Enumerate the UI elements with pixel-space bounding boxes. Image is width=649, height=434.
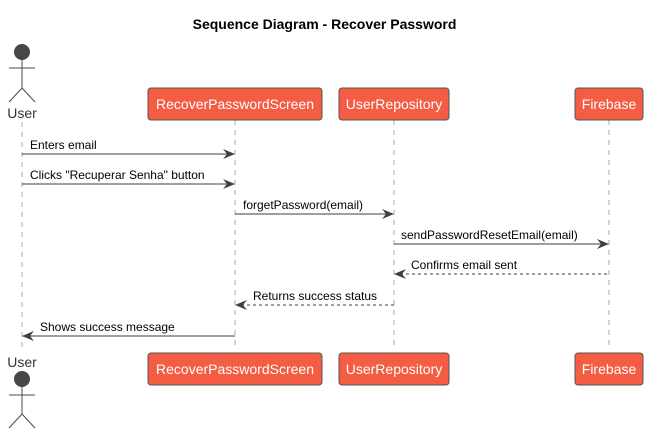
participant-label-user-repository-top: UserRepository [346, 96, 442, 112]
participant-box-recover-password-screen-top [147, 87, 323, 121]
message-label: Clicks "Recuperar Senha" button [30, 168, 205, 182]
message-3: forgetPassword(email) [235, 198, 394, 219]
actor-user-bottom [8, 371, 36, 429]
participant-label-user-repository-bottom: UserRepository [346, 361, 442, 377]
participant-label-firebase-top: Firebase [582, 96, 637, 112]
message-1: Enters email [22, 138, 235, 159]
arrow-left-icon [235, 300, 247, 310]
arrow-left-icon [22, 331, 34, 341]
participant-box-recover-password-screen-bottom [147, 352, 323, 386]
message-label: Shows success message [40, 320, 175, 334]
arrow-right-icon [382, 209, 394, 219]
message-label: forgetPassword(email) [243, 198, 363, 212]
message-label: Confirms email sent [411, 258, 518, 272]
participant-label-recover-password-screen-bottom: RecoverPasswordScreen [156, 361, 314, 377]
participant-box-firebase-top [574, 87, 644, 121]
participant-box-user-repository-top [338, 87, 450, 121]
arrow-right-icon [223, 149, 235, 159]
participant-box-user-repository-bottom [338, 352, 450, 386]
message-2: Clicks "Recuperar Senha" button [22, 168, 235, 189]
message-6: Returns success status [235, 289, 394, 310]
actor-head-icon [14, 371, 30, 387]
arrow-right-icon [223, 179, 235, 189]
message-label: sendPasswordResetEmail(email) [401, 228, 578, 242]
actor-label-user-top: User [7, 105, 37, 121]
diagram-title: Sequence Diagram - Recover Password [193, 16, 457, 32]
participant-label-firebase-bottom: Firebase [582, 361, 637, 377]
participant-box-firebase-bottom [574, 352, 644, 386]
actor-label-user-bottom: User [7, 354, 37, 370]
arrow-right-icon [597, 239, 609, 249]
message-5: Confirms email sent [394, 258, 609, 279]
message-7: Shows success message [22, 320, 235, 341]
actor-user-top [8, 44, 36, 103]
message-label: Returns success status [253, 289, 377, 303]
actor-head-icon [14, 44, 30, 60]
participant-label-recover-password-screen-top: RecoverPasswordScreen [156, 96, 314, 112]
message-4: sendPasswordResetEmail(email) [394, 228, 609, 249]
arrow-left-icon [394, 269, 406, 279]
message-label: Enters email [30, 138, 97, 152]
